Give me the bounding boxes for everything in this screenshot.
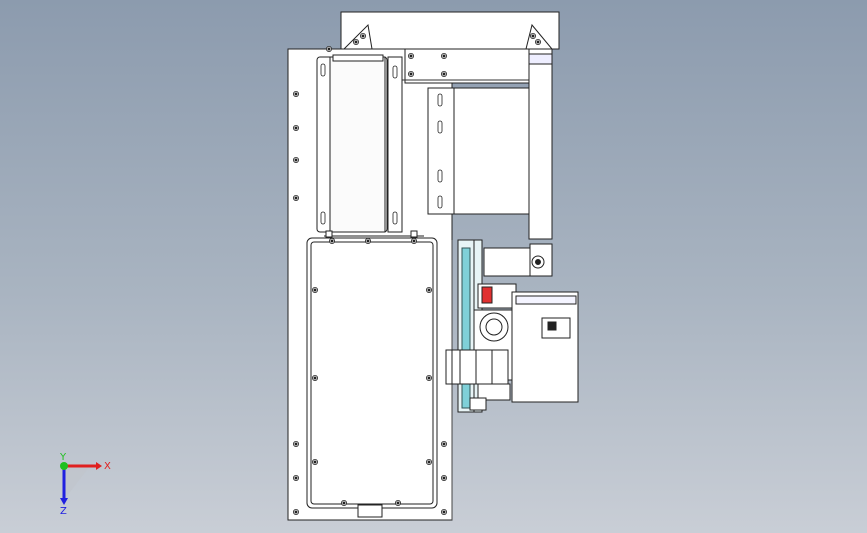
top-motor	[483, 247, 531, 277]
red-block	[481, 286, 493, 304]
x-axis-label: X	[104, 461, 111, 472]
motor-body	[453, 87, 530, 215]
top-beam	[340, 11, 560, 50]
bracket-left	[342, 23, 373, 50]
y-axis-point	[60, 462, 68, 470]
upper-crossplate	[404, 48, 530, 84]
right-column	[528, 48, 553, 240]
z-axis-label: Z	[60, 506, 67, 517]
assembly-drawing	[287, 11, 579, 521]
y-axis-label: Y	[59, 452, 67, 463]
gripper-fingers	[445, 349, 509, 385]
side-actuator	[511, 291, 579, 403]
coordinate-triad: X Y Z	[59, 452, 111, 517]
motor-plate	[427, 87, 455, 215]
